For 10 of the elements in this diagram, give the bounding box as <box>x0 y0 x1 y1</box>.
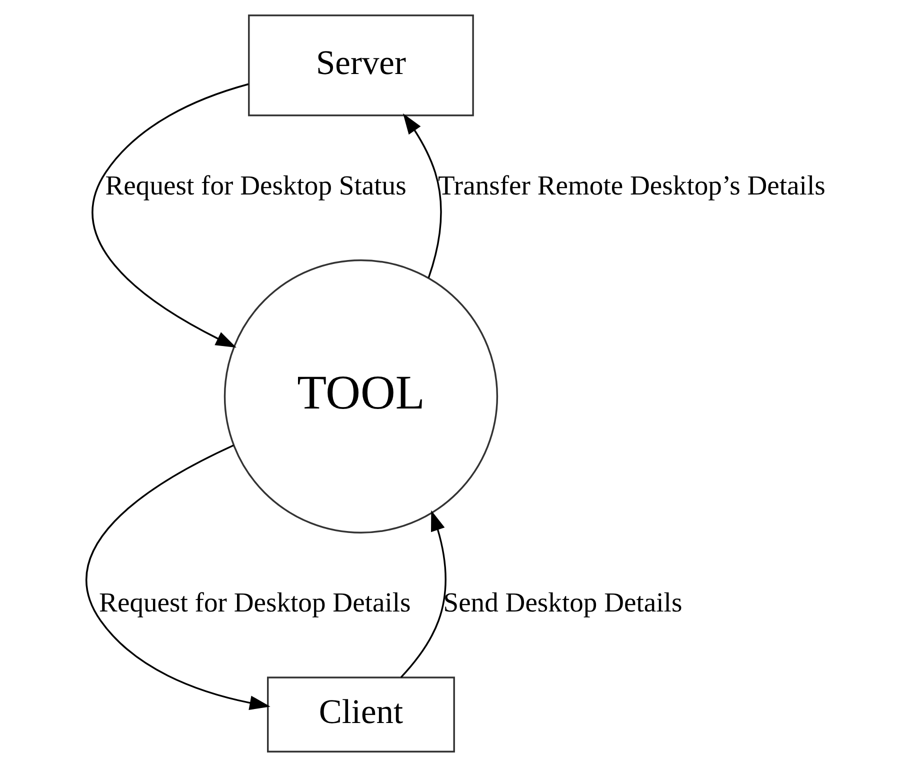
node-box: Server <box>248 14 474 116</box>
arrow <box>400 510 446 678</box>
edge-label: Send Desktop Details <box>443 586 682 618</box>
edge-label: Transfer Remote Desktop’s Details <box>438 169 826 200</box>
arrow <box>402 113 442 278</box>
edge-label: Request for Desktop Status <box>105 169 406 200</box>
edge-label: Request for Desktop Details <box>99 586 411 618</box>
node-box: Client <box>267 676 455 752</box>
arrow <box>86 444 270 710</box>
arrow <box>92 83 249 348</box>
